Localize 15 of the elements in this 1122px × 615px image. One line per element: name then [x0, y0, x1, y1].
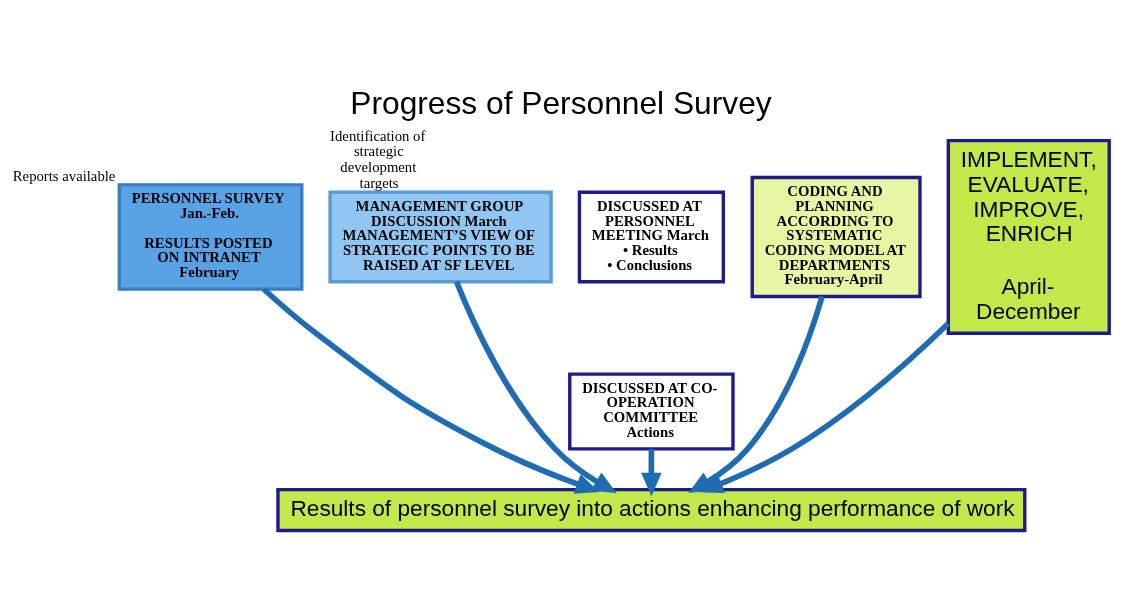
node-label: Reports available — [12, 167, 116, 184]
node-label: Identification of strategic development targets — [330, 127, 426, 192]
node-box: CODING AND PLANNING ACCORDING TO SYSTEMATIC CODING MODEL AT DEPARTMENTS February-April — [750, 175, 922, 299]
node-box: IMPLEMENT, EVALUATE, IMPROVE, ENRICH April-December — [946, 138, 1111, 335]
node-box: DISCUSSED AT PERSONNEL MEETING March • Results • Conclusions — [577, 190, 726, 284]
node-box: DISCUSSED AT CO-OPERATION COMMITTEE Actions — [568, 372, 735, 451]
node-box: PERSONNEL SURVEY Jan.-Feb. RESULTS POSTED ON INTRANET February — [117, 183, 304, 291]
node-box: MANAGEMENT GROUP DISCUSSION March MANAGEMENT’S VIEW OF STRATEGIC POINTS TO BE RAISED AT SF LEVEL — [328, 190, 553, 284]
arrow — [261, 287, 600, 494]
arrow — [453, 280, 617, 494]
diagram-title: Progress of Personnel Survey — [350, 85, 772, 122]
arrow — [699, 321, 951, 494]
node-box: Results of personnel survey into actions enhancing performance of work — [276, 487, 1027, 533]
arrow — [641, 449, 662, 497]
arrow — [688, 295, 825, 494]
